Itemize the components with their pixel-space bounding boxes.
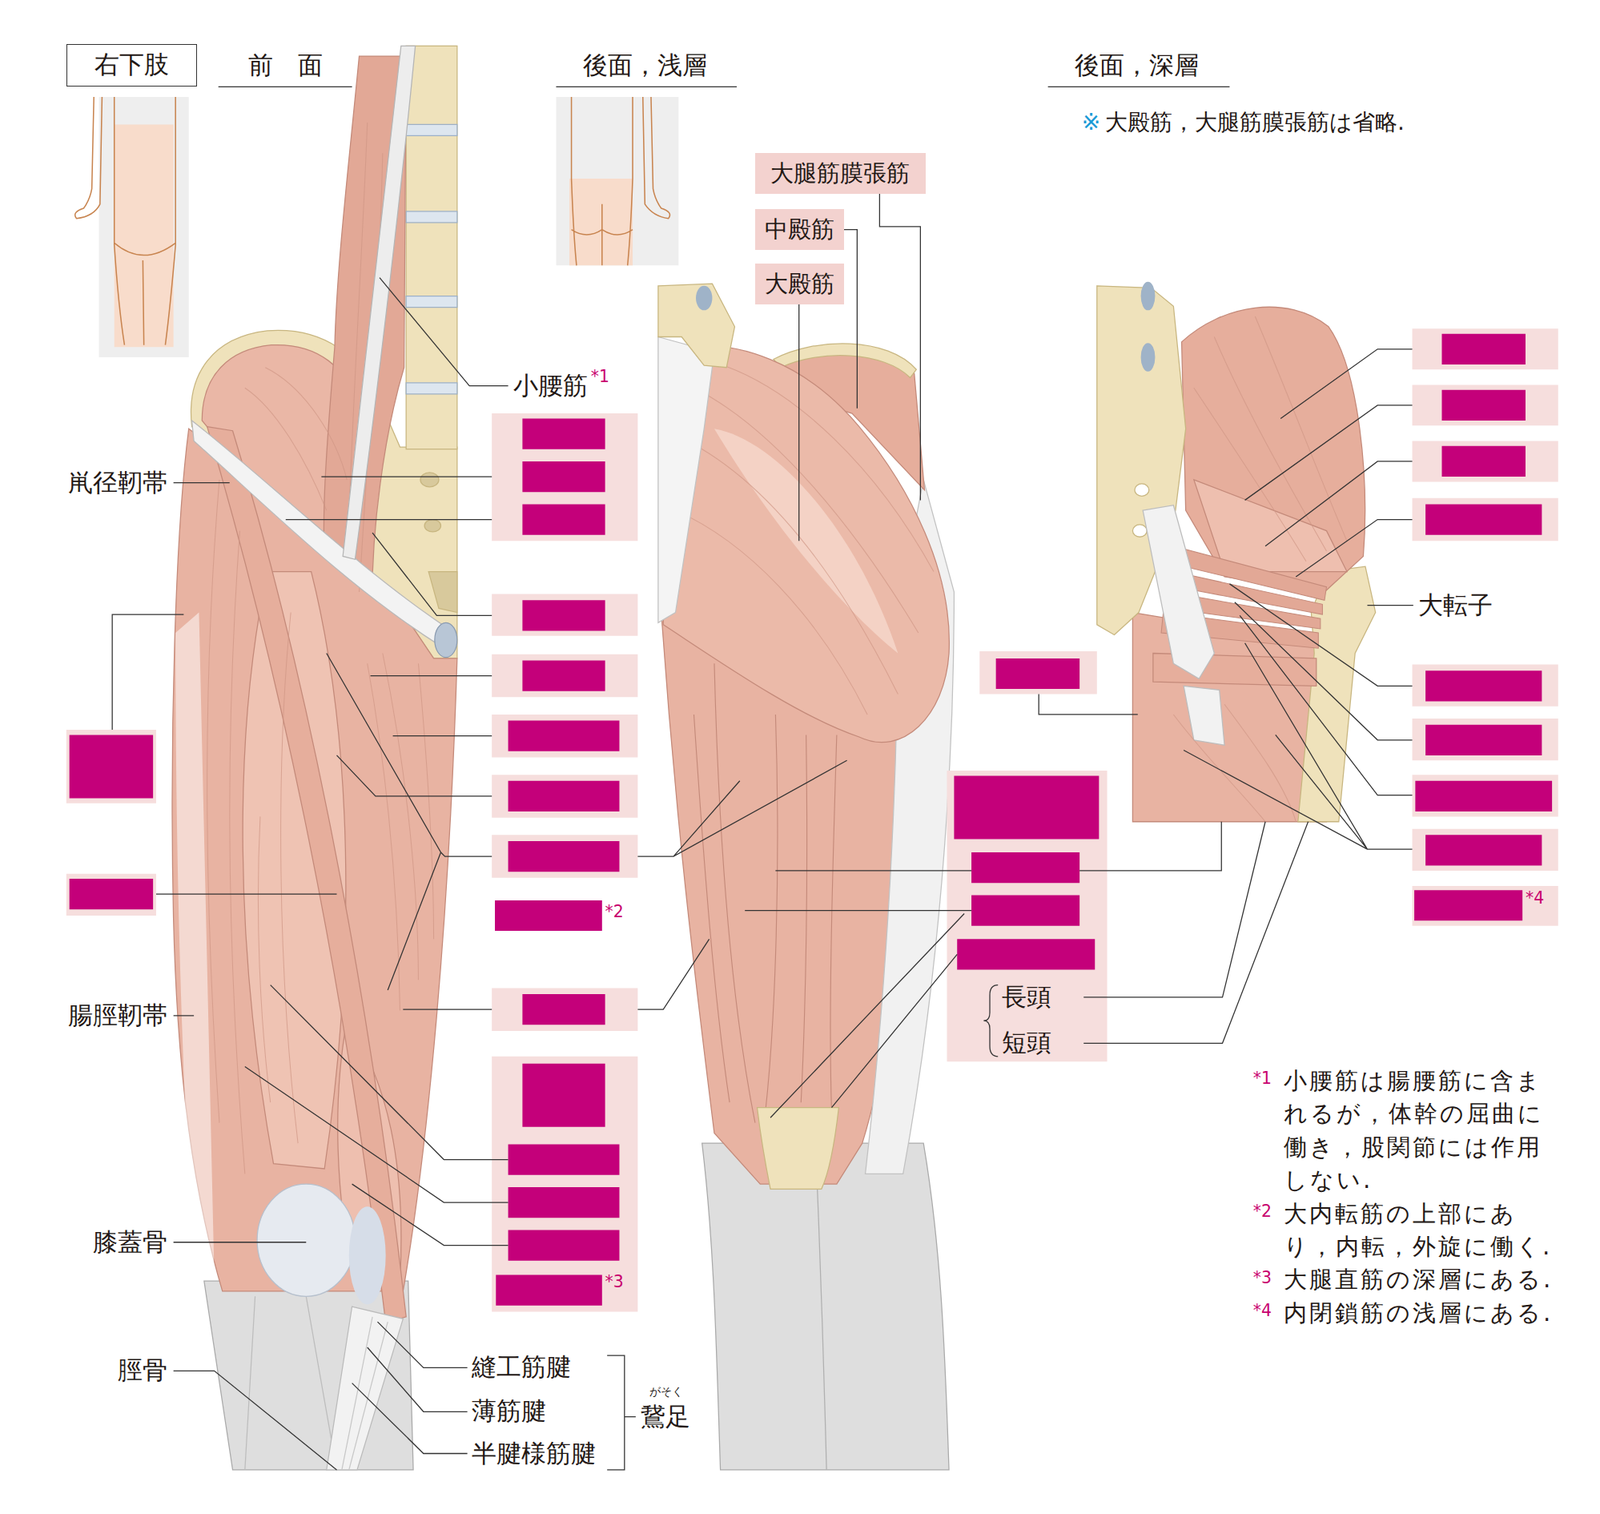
hamstring-divisions [693,663,837,1122]
lumbar-spine [406,45,458,449]
muscle-fibres [1173,316,1347,822]
gluteus-medius [1181,306,1366,592]
part-name: 鵞足 [640,1401,691,1432]
header-box: 右下肢 [66,44,197,88]
muscle-fibres [675,361,934,715]
popliteal-fossa [756,1107,839,1190]
note-text: 大殿筋，大腿筋膜張筋は省略. [1105,108,1405,137]
intervertebral-disc [406,124,458,394]
lower-leg [204,1280,414,1470]
part-name: 縫工筋腱 [471,1352,571,1383]
leader-line [1038,349,1414,849]
thumbnail-highlight [569,178,633,266]
part-name: 長頭 [1001,982,1052,1013]
footnote-mark: *4 [1525,888,1544,908]
answer-panel [66,328,1559,1311]
node-text: 大腿筋膜張筋 [770,159,910,188]
hamstring-origin [1183,685,1225,745]
part-name: 鼡径靭帯 [68,467,168,498]
vertebra-disc [1141,281,1156,372]
tibia-line [245,1295,338,1470]
footnote-mark: *3 [1253,1267,1272,1287]
calf-divider [816,1163,827,1470]
gluteus-highlight [714,428,898,653]
part-name: 大転子 [1418,590,1493,620]
muscle-name-box: 大腿筋膜張筋 [755,152,926,194]
fascia [658,336,715,623]
part-name: 短頭 [1001,1028,1052,1058]
psoas-minor-tendon [342,45,415,559]
pes-anserinus-tendon [326,1306,404,1470]
leader-line [112,277,847,1470]
part-name: 薄筋腱 [471,1396,547,1427]
node-text: 中殿筋 [764,215,835,244]
footnote-mark: *1 [1253,1068,1272,1088]
footnote-text: 内閉鎖筋の浅層にある. [1283,1296,1562,1330]
muscle-fibres [207,122,435,1174]
vertebra-disc [695,285,712,311]
thumbnail-body [75,96,176,346]
part-name: 膝蓋骨 [92,1226,168,1257]
footnote-mark: *4 [1253,1300,1272,1320]
thumbnail-body [571,96,671,266]
iliotibial-tract [175,612,214,1276]
node-text: 右下肢 [94,50,169,81]
patella [257,1183,355,1296]
view-heading: 後面，深層 [1074,50,1199,81]
view-heading: 後面，浅層 [582,50,708,81]
footnote-mark: *3 [605,1271,624,1291]
footnote-mark: *2 [1253,1201,1272,1221]
part-name: 半腱様筋腱 [471,1438,596,1468]
part-name: 腸脛靭帯 [68,1001,168,1031]
footnote-text: 大内転筋の上部にあり，内転，外旋に働く. [1283,1197,1562,1264]
knee-capsule [349,1206,386,1304]
leader-line [744,193,1308,1118]
footnote-text: 小腰筋は腸腰筋に含まれるが，体幹の屈曲に働き，股関節には作用しない. [1283,1064,1562,1198]
muscle-name-box: 大殿筋 [755,263,845,305]
footnote-mark: *2 [605,901,624,921]
node-text: 大殿筋 [764,269,835,298]
footnote-text: 大腿直筋の深層にある. [1283,1262,1562,1296]
part-name: 脛骨 [117,1355,168,1386]
calf [702,1142,949,1470]
footnote-mark: *1 [590,366,610,386]
sartorius [207,426,407,1323]
view-heading: 前 面 [248,50,323,81]
part-name: 小腰筋 [513,370,588,401]
sacrotuberous-ligament [1142,505,1215,680]
pubic-symphysis [434,622,458,657]
sacrum-detail [420,472,458,613]
sacrum [658,283,736,367]
muscle-name-box: 中殿筋 [755,209,845,250]
note-mark: ※ [1081,108,1101,137]
thumbnail-ground [555,96,679,266]
inguinal-ligament [192,420,448,647]
ruby-reading: がそく [649,1383,684,1398]
tendon-line [341,1316,388,1470]
